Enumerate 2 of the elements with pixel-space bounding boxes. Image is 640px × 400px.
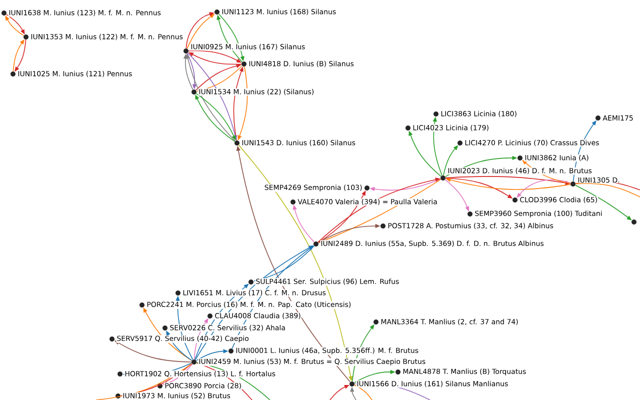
connector-line (354, 384, 372, 400)
connector-line (575, 183, 640, 198)
